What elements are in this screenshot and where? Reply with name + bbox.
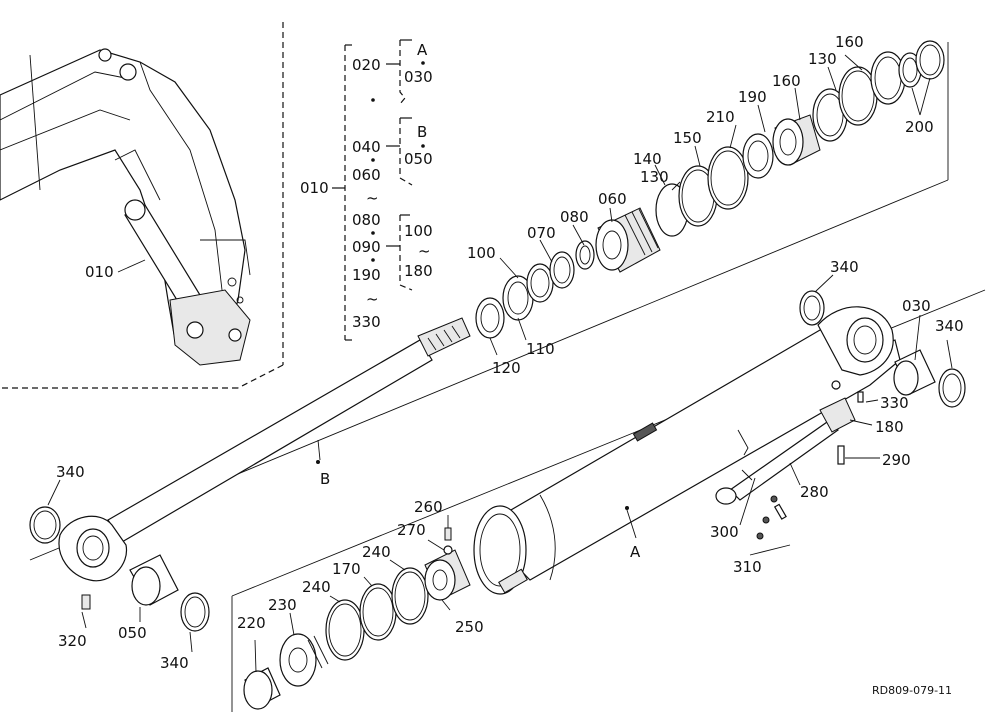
label-210: 210 (706, 108, 735, 126)
tree-tilde-1: ~ (366, 189, 379, 207)
label-050: 050 (118, 624, 147, 642)
label-190: 190 (738, 88, 767, 106)
tree-group-B: B (417, 123, 427, 141)
tree-040: 040 (352, 138, 381, 156)
label-340a: 340 (830, 258, 859, 276)
label-240a: 240 (362, 543, 391, 561)
tree-group-A: A (417, 41, 428, 59)
label-B: B (320, 470, 330, 488)
tree-060: 060 (352, 166, 381, 184)
inset-frame (0, 22, 284, 389)
label-300: 300 (710, 523, 739, 541)
label-230: 230 (268, 596, 297, 614)
piston-rod (58, 317, 471, 582)
drawing-code: RD809-079-11 (872, 684, 952, 697)
label-320: 320 (58, 632, 87, 650)
label-010-inset: 010 (85, 263, 114, 281)
label-030: 030 (902, 297, 931, 315)
label-110: 110 (526, 340, 555, 358)
label-140: 140 (633, 150, 662, 168)
label-330: 330 (880, 394, 909, 412)
label-240b: 240 (302, 578, 331, 596)
label-290: 290 (882, 451, 911, 469)
label-A: A (630, 543, 641, 561)
tree-030: 030 (404, 68, 433, 86)
callout-labels: 060 070 080 100 110 120 130 140 150 210 … (56, 33, 964, 672)
tree-tilde-3: ~ (418, 242, 431, 260)
label-160a: 160 (772, 72, 801, 90)
label-280: 280 (800, 483, 829, 501)
label-260: 260 (414, 498, 443, 516)
tree-tilde-2: ~ (366, 290, 379, 308)
label-220: 220 (237, 614, 266, 632)
label-340d: 340 (160, 654, 189, 672)
label-170: 170 (332, 560, 361, 578)
label-180: 180 (875, 418, 904, 436)
label-340b: 340 (935, 317, 964, 335)
label-060: 060 (598, 190, 627, 208)
label-080: 080 (560, 208, 589, 226)
excavator-arm-illustration (0, 48, 251, 366)
label-120: 120 (492, 359, 521, 377)
label-340c: 340 (56, 463, 85, 481)
label-270: 270 (397, 521, 426, 539)
label-310: 310 (733, 558, 762, 576)
leader-lines (47, 54, 953, 673)
label-200: 200 (905, 118, 934, 136)
label-100: 100 (467, 244, 496, 262)
tree-330: 330 (352, 313, 381, 331)
assembly-tree: 010 020 040 060 ~ 080 090 190 ~ 330 A 03… (300, 39, 433, 341)
label-070: 070 (527, 224, 556, 242)
tree-020: 020 (352, 56, 381, 74)
tree-050: 050 (404, 150, 433, 168)
tree-100: 100 (404, 222, 433, 240)
label-160b: 160 (835, 33, 864, 51)
tree-080: 080 (352, 211, 381, 229)
label-130b: 130 (808, 50, 837, 68)
tree-090: 090 (352, 238, 381, 256)
pipe-assembly (715, 380, 864, 540)
label-150: 150 (673, 129, 702, 147)
tree-190: 190 (352, 266, 381, 284)
rod-eye-parts (29, 506, 210, 632)
tree-010: 010 (300, 179, 329, 197)
label-130a: 130 (640, 168, 669, 186)
rod-seal-parts (475, 40, 945, 339)
callout-010-inset: 010 (85, 259, 146, 281)
label-250: 250 (455, 618, 484, 636)
tree-180: 180 (404, 262, 433, 280)
cylinder-tube (473, 290, 966, 595)
gland-parts (243, 527, 471, 710)
